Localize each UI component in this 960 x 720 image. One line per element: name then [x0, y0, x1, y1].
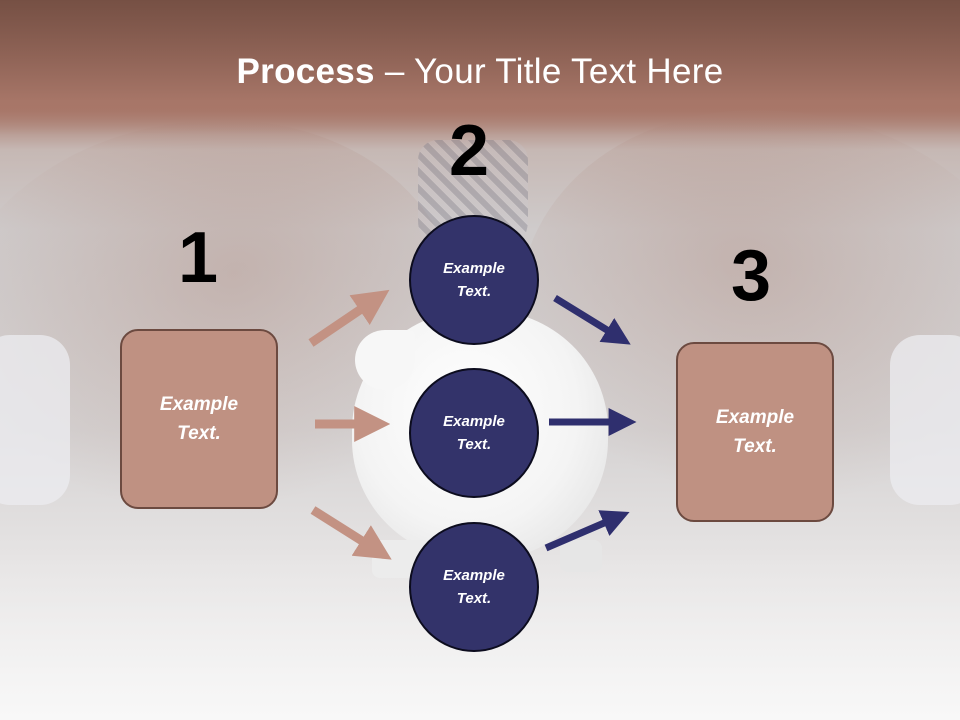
- arrow-left-top: [308, 289, 390, 347]
- arrow-right-bottom: [544, 510, 630, 552]
- piggy-leg-shape: [560, 540, 602, 572]
- step-3-text-line1: Example: [715, 407, 795, 428]
- right-sleeve-shape: [890, 335, 960, 505]
- left-sleeve-shape: [0, 335, 70, 505]
- arrow-left-bottom: [310, 506, 392, 560]
- circle-bottom-line2: Text.: [456, 590, 492, 607]
- title-band: [0, 0, 960, 135]
- step-3-box: Example Text.: [676, 342, 834, 522]
- step-2-circle-top: Example Text.: [409, 215, 539, 345]
- step-number-1: 1: [178, 218, 219, 298]
- arrow-right-top: [553, 295, 631, 345]
- circle-middle-line1: Example: [443, 413, 505, 430]
- title-rest: – Your Title Text Here: [374, 52, 724, 91]
- piggy-ear-shape: [355, 330, 415, 390]
- title-bold: Process: [236, 52, 375, 91]
- circle-top-line1: Example: [443, 260, 505, 277]
- step-1-box: Example Text.: [120, 329, 278, 509]
- step-1-text-line1: Example: [159, 394, 239, 415]
- step-number-2: 2: [449, 111, 490, 191]
- step-2-circle-bottom: Example Text.: [409, 522, 539, 652]
- circle-middle-line2: Text.: [456, 436, 492, 453]
- step-number-3: 3: [731, 236, 772, 316]
- step-2-circle-middle: Example Text.: [409, 368, 539, 498]
- step-3-text-line2: Text.: [733, 436, 777, 457]
- step-1-text-line2: Text.: [177, 423, 221, 444]
- circle-bottom-line1: Example: [443, 567, 505, 584]
- slide-title: Process – Your Title Text Here: [0, 52, 960, 92]
- circle-top-line2: Text.: [456, 283, 492, 300]
